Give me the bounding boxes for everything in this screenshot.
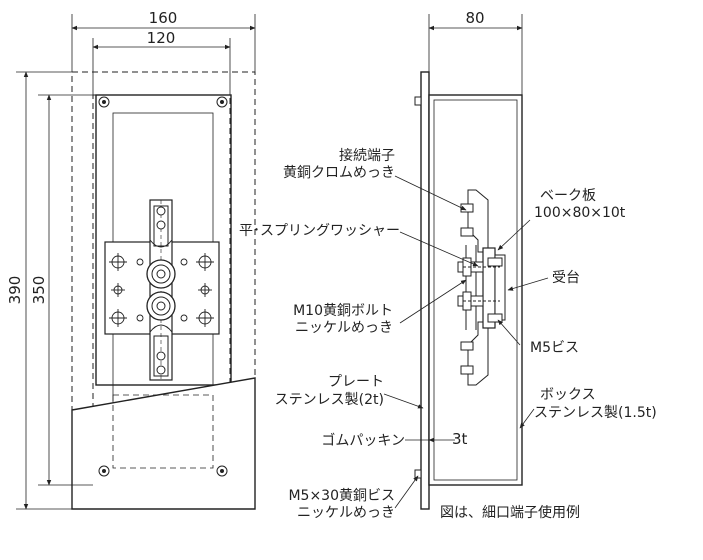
label-brass-screw-line2: ニッケルめっき: [297, 505, 395, 521]
front-corner-screws: [98, 96, 228, 477]
side-plate-screws: [414, 96, 422, 479]
label-box-line2: ステンレス製(1.5t): [534, 405, 657, 421]
side-view: [414, 71, 523, 510]
label-plate-line1: プレート: [328, 374, 384, 390]
label-bolt-line1: M10黄銅ボルト: [293, 302, 393, 319]
label-packing: ゴムパッキン: [321, 432, 405, 449]
label-bakelite-line1: ベーク板: [540, 188, 596, 204]
label-terminal-line1: 接続端子: [339, 147, 395, 164]
front-dimensions: [16, 14, 256, 510]
label-screw: M5ビス: [530, 340, 579, 356]
front-board-screws: [109, 253, 214, 327]
label-seat: 受台: [552, 270, 580, 286]
front-small-screws: [156, 206, 166, 375]
label-bolt-line2: ニッケルめっき: [295, 320, 393, 336]
front-lower-plate: [71, 377, 256, 510]
dim-front-width-outer: 160: [149, 9, 178, 27]
label-terminal-line2: 黄銅クロムめっき: [283, 164, 395, 181]
label-bakelite-line2: 100×80×10t: [534, 205, 626, 221]
label-brass-screw-line1: M5×30黄銅ビス: [288, 487, 395, 504]
figure-caption: 図は、細口端子使用例: [440, 504, 580, 521]
front-box-body: [95, 94, 232, 386]
label-washer: 平･スプリングワッシャー: [239, 223, 400, 239]
front-lower-dashed: [112, 394, 214, 469]
front-m10-bolts: [146, 239, 176, 333]
leader-lines: [383, 175, 549, 509]
dim-front-height-inner: 350: [30, 276, 48, 305]
side-plate: [420, 71, 430, 510]
front-view: [71, 71, 256, 510]
side-box-inner: [433, 99, 518, 481]
label-box-line1: ボックス: [540, 387, 596, 403]
dim-side-depth: 80: [465, 9, 484, 27]
label-plate-line2: ステンレス製(2t): [275, 392, 384, 408]
side-small-screws: [460, 203, 503, 375]
side-bolts: [457, 257, 500, 311]
dim-front-height-outer: 390: [6, 276, 24, 305]
dim-packing-thickness: 3t: [452, 430, 468, 448]
dim-front-width-inner: 120: [147, 29, 176, 47]
side-dimensions: [428, 14, 523, 443]
